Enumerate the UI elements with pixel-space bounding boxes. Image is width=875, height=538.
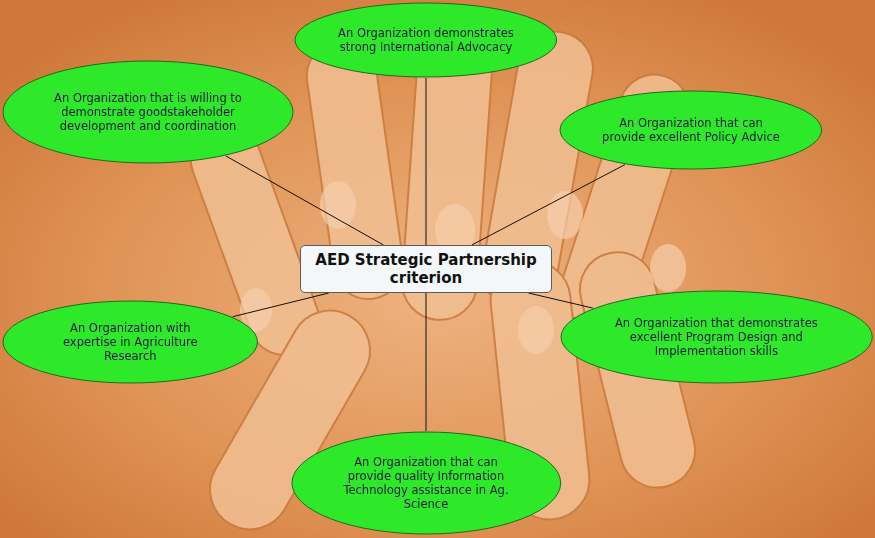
criterion-text: An Organization demonstrates strong Inte… xyxy=(336,26,516,54)
criterion-text: An Organization with expertise in Agricu… xyxy=(43,321,218,363)
connector-line xyxy=(472,165,625,245)
criterion-ellipse: An Organization that demonstrates excell… xyxy=(560,290,873,384)
criterion-ellipse: An Organization demonstrates strong Inte… xyxy=(294,2,558,78)
connector-line xyxy=(425,293,426,431)
criterion-ellipse: An Organization with expertise in Agricu… xyxy=(2,300,259,384)
criterion-text: An Organization that can provide quality… xyxy=(333,455,518,511)
center-box: AED Strategic Partnership criterion xyxy=(300,245,552,293)
criterion-ellipse: An Organization that is willing to demon… xyxy=(2,60,294,164)
criterion-text: An Organization that is willing to demon… xyxy=(48,91,248,133)
connector-line xyxy=(528,293,592,308)
criterion-text: An Organization that demonstrates excell… xyxy=(609,316,824,358)
text-holder: AED Strategic Partnership criterion xyxy=(308,251,544,287)
criterion-ellipse: An Organization that can provide excelle… xyxy=(559,90,823,170)
text-holder: An Organization with expertise in Agricu… xyxy=(43,321,218,363)
connector-line xyxy=(425,78,426,245)
ellipse-fill xyxy=(295,3,557,77)
connector-line xyxy=(226,156,384,245)
criterion-text: An Organization that can provide excelle… xyxy=(601,116,781,144)
text-holder: An Organization that can provide quality… xyxy=(333,455,518,511)
criterion-ellipse: An Organization that can provide quality… xyxy=(291,431,562,535)
ellipse-fill xyxy=(560,91,822,169)
ellipse-fill xyxy=(3,301,258,383)
text-holder: An Organization that can provide excelle… xyxy=(601,116,781,144)
ellipse-fill xyxy=(561,291,872,383)
text-holder: An Organization demonstrates strong Inte… xyxy=(336,26,516,54)
text-holder: An Organization that is willing to demon… xyxy=(48,91,248,133)
text-holder: An Organization that demonstrates excell… xyxy=(609,316,824,358)
connector-line xyxy=(233,293,329,317)
ellipse-fill xyxy=(292,432,561,534)
ellipse-fill xyxy=(3,61,293,163)
center-title: AED Strategic Partnership criterion xyxy=(308,251,544,287)
